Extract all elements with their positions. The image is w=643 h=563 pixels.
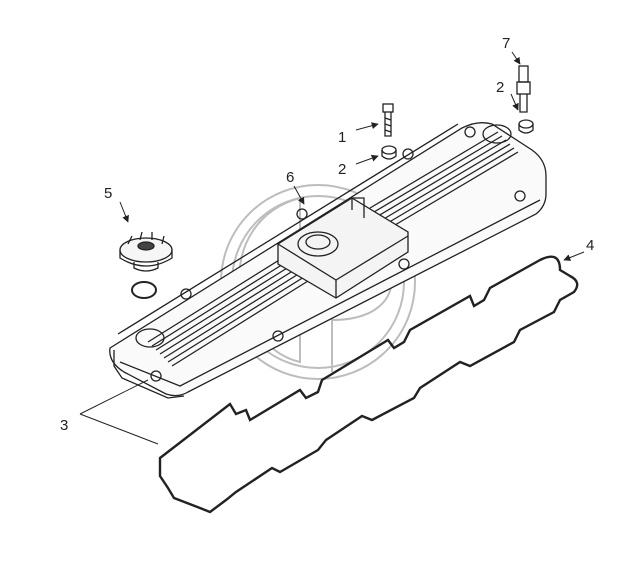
- callout-7: 7: [502, 35, 510, 52]
- valve-cover: [109, 122, 547, 399]
- filler-cap-o-ring: [131, 281, 157, 299]
- cooling-ribs-right: [369, 131, 519, 229]
- valve-cover-gasket: [158, 255, 579, 514]
- cover-bolt: [382, 103, 394, 137]
- cooling-ribs-left: [147, 251, 317, 367]
- sealing-washer-right: [518, 119, 534, 134]
- oil-filler-cap: [119, 231, 173, 272]
- callout-4: 4: [586, 237, 594, 254]
- callout-2-center: 2: [338, 161, 346, 178]
- cover-stud: [516, 65, 531, 113]
- callout-5: 5: [104, 185, 112, 202]
- callout-2-right: 2: [496, 79, 504, 96]
- callout-1: 1: [338, 129, 346, 146]
- sealing-washer-center: [381, 145, 397, 160]
- callout-6: 6: [286, 169, 294, 186]
- callout-arrow-icon: [79, 51, 585, 445]
- callout-3: 3: [60, 417, 68, 434]
